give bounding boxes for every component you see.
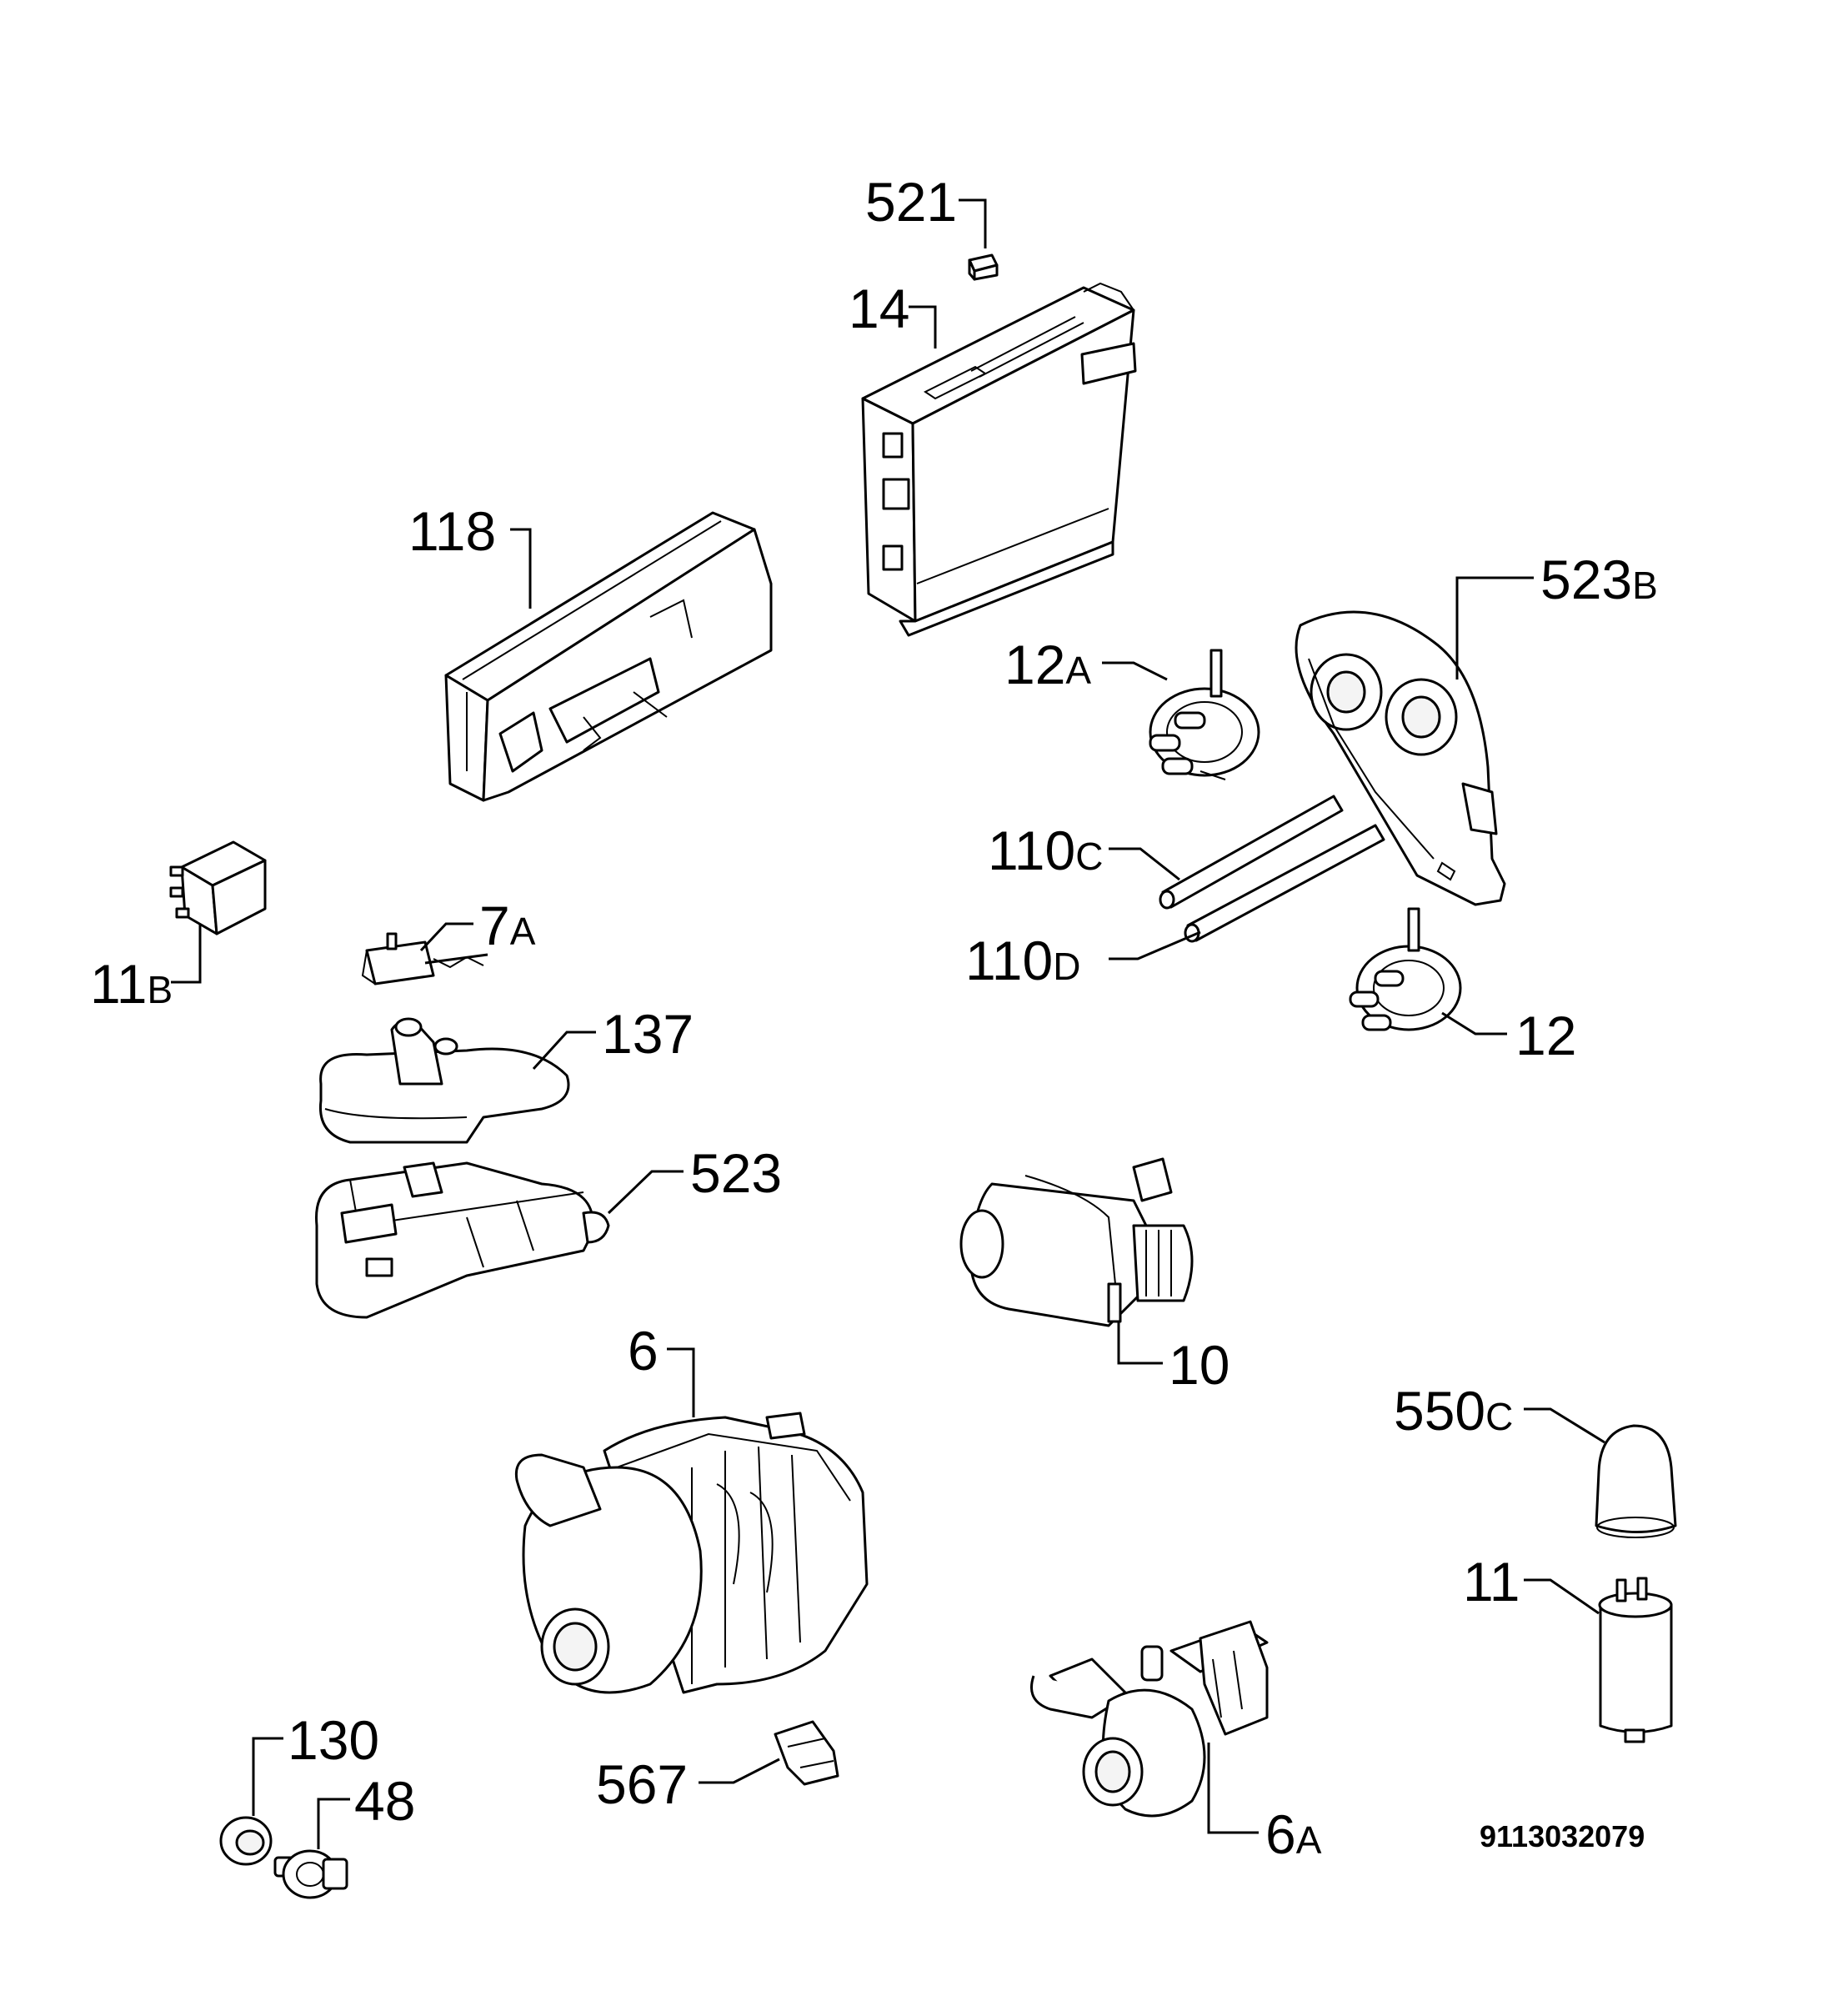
callout-110d: 110D [965,930,1080,991]
callout-6a: 6A [1265,1803,1322,1865]
part-14-control-module [861,282,1137,637]
part-550c-cap [1595,1424,1677,1538]
callout-14: 14 [849,278,909,339]
part-523-tray [315,1161,610,1319]
part-137-cover [318,1017,570,1144]
part-6a-drain-pump [1030,1620,1269,1818]
callout-137: 137 [602,1003,694,1065]
callout-12a: 12A [1004,634,1091,695]
callout-7a: 7A [479,895,536,956]
part-110-hoses [1159,795,1385,943]
callout-523: 523 [690,1142,782,1204]
callout-6: 6 [628,1320,659,1382]
part-48-plug [273,1849,348,1899]
callout-567: 567 [596,1753,688,1815]
callout-labels: 521 14 118 523B 12A 110C 110D 12 11B 7A … [90,171,1658,1865]
part-11-capacitor [1598,1577,1673,1743]
callout-550c: 550C [1394,1380,1513,1442]
callout-10: 10 [1169,1334,1229,1396]
callout-521: 521 [865,171,957,233]
part-12-pressure-switch [1349,907,1462,1031]
callout-130: 130 [288,1709,379,1771]
callout-48: 48 [354,1770,415,1832]
callout-12: 12 [1515,1005,1576,1066]
callout-11: 11 [1463,1551,1520,1612]
part-12a-pressure-switch [1149,649,1260,780]
part-6-pump-motor [514,1412,869,1694]
callout-523b: 523B [1540,549,1658,610]
part-523b-bracket [1295,610,1506,906]
callout-11b: 11B [90,953,173,1015]
callout-110c: 110C [988,820,1103,881]
leader-lines [171,198,1605,1849]
part-130-seal [219,1816,273,1866]
part-10-heater [959,1157,1194,1327]
part-7a-sensor [361,932,488,985]
part-118-dispenser [444,511,773,802]
callout-118: 118 [408,500,496,562]
part-567-clip [774,1720,839,1786]
document-number: 9113032079 [1480,1819,1645,1853]
part-11b-relay [169,840,267,935]
part-521-connector [968,253,999,281]
